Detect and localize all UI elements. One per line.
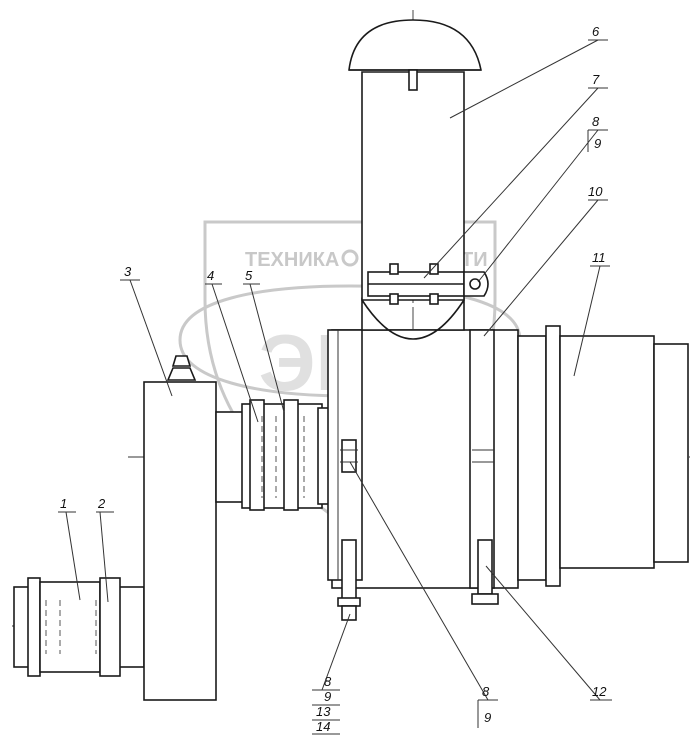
callout-11: 11	[592, 250, 606, 265]
callouts: 1 2 3 4 5 6 7 8 9 10 11 12 8 9 8 9 13 14	[60, 24, 607, 734]
callout-5: 5	[245, 268, 253, 283]
callout-9-bottom-right: 9	[484, 710, 491, 725]
inlet-pipe	[13, 577, 145, 677]
callout-6: 6	[592, 24, 600, 39]
callout-4: 4	[207, 268, 214, 283]
callout-8-bottom-right: 8	[482, 684, 490, 699]
callout-2: 2	[97, 496, 106, 511]
callout-9-bottom-left: 9	[324, 689, 331, 704]
dust-cup	[517, 325, 689, 587]
callout-3: 3	[124, 264, 132, 279]
callout-9-top: 9	[594, 136, 601, 151]
callout-13: 13	[316, 704, 331, 719]
callout-8-top: 8	[592, 114, 600, 129]
callout-12: 12	[592, 684, 607, 699]
gear-icon	[341, 249, 359, 267]
callout-7: 7	[592, 72, 600, 87]
housing-block	[143, 355, 247, 701]
callout-8-bottom-left: 8	[324, 674, 332, 689]
intake-pipe	[348, 19, 489, 340]
watermark-left-text: ТЕХНИКА	[245, 249, 339, 271]
callout-14: 14	[316, 719, 330, 734]
filter-body	[327, 329, 519, 621]
callout-10: 10	[588, 184, 603, 199]
leader-lines	[58, 39, 612, 735]
callout-1: 1	[60, 496, 67, 511]
connection-hose	[241, 399, 333, 511]
